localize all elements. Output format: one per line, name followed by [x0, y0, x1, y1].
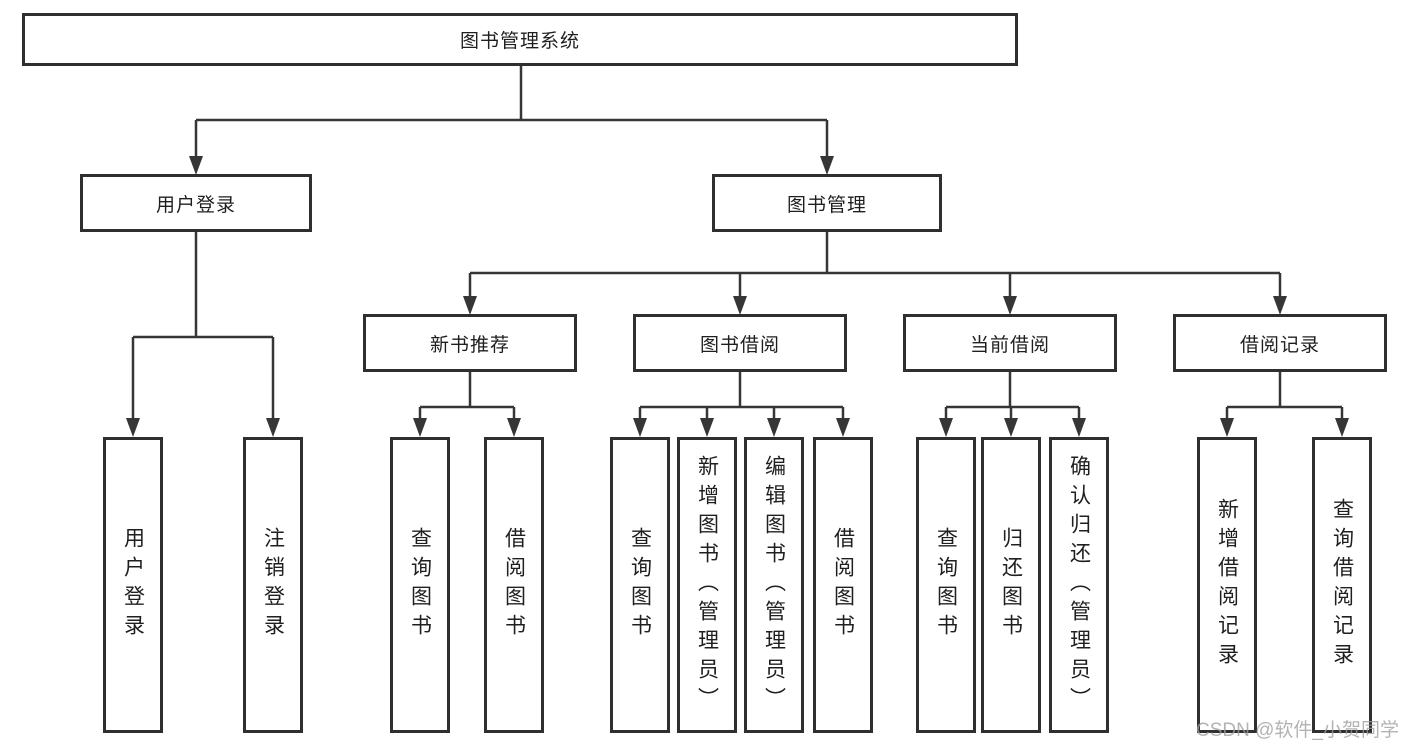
leaf-borrow-books-label: 借阅图书	[831, 527, 855, 643]
leaf-query-books-recommend-label: 查询图书	[408, 527, 432, 643]
node-new-book-recommend-label: 新书推荐	[429, 334, 510, 356]
leaf-confirm-return-admin: 确认归还（管理员）	[1049, 437, 1109, 733]
leaf-borrow-books: 借阅图书	[813, 437, 873, 733]
node-book-management-label: 图书管理	[786, 194, 867, 216]
leaf-borrow-books-recommend: 借阅图书	[484, 437, 544, 733]
node-current-borrowing-label: 当前借阅	[969, 334, 1050, 356]
node-book-borrowing-label: 图书借阅	[699, 334, 780, 356]
leaf-query-books-borrowing-label: 查询图书	[628, 527, 652, 643]
leaf-add-book-admin: 新增图书（管理员）	[677, 437, 737, 733]
node-new-book-recommend: 新书推荐	[363, 314, 577, 372]
node-root: 图书管理系统	[22, 13, 1018, 66]
node-borrowing-records: 借阅记录	[1173, 314, 1387, 372]
leaf-query-books-recommend: 查询图书	[390, 437, 450, 733]
leaf-add-borrow-record-label: 新增借阅记录	[1215, 498, 1239, 672]
leaf-query-books-current: 查询图书	[916, 437, 976, 733]
leaf-query-borrow-record-label: 查询借阅记录	[1330, 498, 1354, 672]
leaf-edit-book-admin-label: 编辑图书（管理员）	[762, 454, 786, 716]
leaf-logout: 注销登录	[243, 437, 303, 733]
leaf-return-book: 归还图书	[981, 437, 1041, 733]
leaf-return-book-label: 归还图书	[999, 527, 1023, 643]
node-root-label: 图书管理系统	[459, 31, 580, 52]
leaf-query-books-current-label: 查询图书	[934, 527, 958, 643]
node-borrowing-records-label: 借阅记录	[1239, 334, 1320, 356]
leaf-confirm-return-admin-label: 确认归还（管理员）	[1067, 454, 1091, 716]
node-book-management: 图书管理	[712, 174, 942, 232]
leaf-user-login-label: 用户登录	[121, 527, 145, 643]
leaf-add-book-admin-label: 新增图书（管理员）	[695, 454, 719, 716]
leaf-user-login: 用户登录	[103, 437, 163, 733]
leaf-query-books-borrowing: 查询图书	[610, 437, 670, 733]
leaf-add-borrow-record: 新增借阅记录	[1197, 437, 1257, 733]
node-book-borrowing: 图书借阅	[633, 314, 847, 372]
leaf-edit-book-admin: 编辑图书（管理员）	[744, 437, 804, 733]
csdn-watermark: CSDN @软件_小贺同学	[1196, 720, 1399, 741]
node-user-login: 用户登录	[80, 174, 312, 232]
node-current-borrowing: 当前借阅	[903, 314, 1117, 372]
node-user-login-label: 用户登录	[155, 194, 236, 216]
leaf-query-borrow-record: 查询借阅记录	[1312, 437, 1372, 733]
leaf-logout-label: 注销登录	[261, 527, 285, 643]
leaf-borrow-books-recommend-label: 借阅图书	[502, 527, 526, 643]
